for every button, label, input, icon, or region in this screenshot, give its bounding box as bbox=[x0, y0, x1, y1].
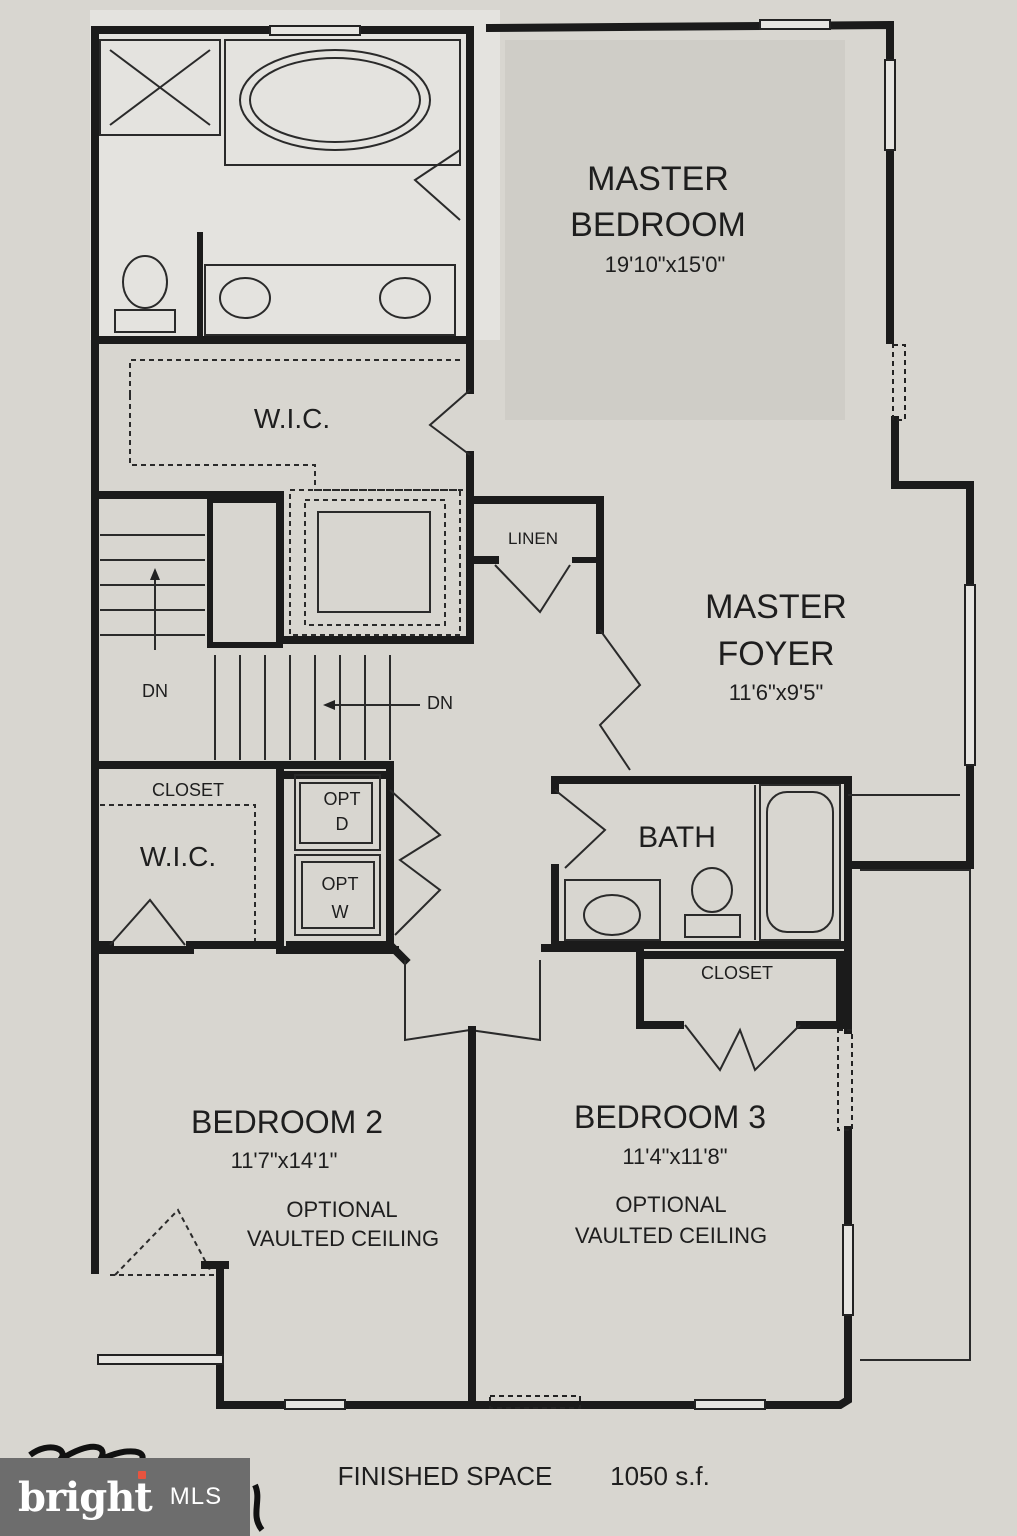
wic-lower-label: W.I.C. bbox=[140, 841, 216, 872]
bathtub-icon-2 bbox=[766, 791, 834, 933]
brand-logo-text: bright bbox=[18, 1473, 153, 1521]
washer-label-2: W bbox=[332, 902, 349, 922]
stairs-down-label: DN bbox=[142, 681, 168, 701]
bedroom2-note-2: VAULTED CEILING bbox=[247, 1226, 439, 1251]
bedroom3-size: 11'4"x11'8" bbox=[622, 1144, 727, 1169]
master-foyer-label-2: FOYER bbox=[717, 635, 834, 673]
master-foyer-label: MASTER bbox=[705, 588, 847, 626]
master-bedroom-size: 19'10"x15'0" bbox=[605, 252, 726, 277]
dryer-label: OPT bbox=[323, 789, 360, 809]
washer-label: OPT bbox=[321, 874, 358, 894]
wic-upper-label: W.I.C. bbox=[254, 403, 330, 434]
handwritten-mark bbox=[28, 1443, 265, 1532]
closet-wic-lower bbox=[91, 761, 284, 949]
master-foyer bbox=[551, 556, 960, 869]
stairs-arrow-icon bbox=[150, 568, 160, 580]
sink-icon bbox=[219, 277, 271, 319]
bedroom3-note-2: VAULTED CEILING bbox=[575, 1223, 767, 1248]
windows bbox=[97, 19, 976, 1410]
bedroom3-label: BEDROOM 3 bbox=[574, 1099, 766, 1135]
toilet-icon bbox=[122, 255, 168, 309]
finished-space-value: 1050 s.f. bbox=[610, 1461, 710, 1491]
dryer-label-2: D bbox=[336, 814, 349, 834]
master-bedroom-area bbox=[505, 40, 845, 420]
master-bath bbox=[91, 39, 474, 344]
bedroom3-note: OPTIONAL bbox=[615, 1192, 726, 1217]
bath-label: BATH bbox=[638, 821, 716, 854]
bathtub-icon bbox=[239, 49, 431, 151]
stairs-down-label-2: DN bbox=[427, 693, 453, 713]
closet-left-label: CLOSET bbox=[152, 780, 224, 800]
hall-doors bbox=[91, 946, 541, 1042]
linen-closet bbox=[466, 496, 604, 614]
bedroom2-label: BEDROOM 2 bbox=[191, 1104, 383, 1140]
shower-x-icon bbox=[109, 49, 211, 126]
bedroom2-size: 11'7"x14'1" bbox=[231, 1148, 338, 1173]
finished-space-label: FINISHED SPACE bbox=[338, 1461, 553, 1491]
closet-right bbox=[541, 944, 844, 1072]
linen-label: LINEN bbox=[508, 529, 558, 548]
brand-logo-suffix: MLS bbox=[169, 1483, 223, 1510]
bath-paper-patch bbox=[90, 10, 500, 340]
toilet-icon-2 bbox=[691, 867, 733, 913]
closet-right-label: CLOSET bbox=[701, 963, 773, 983]
master-foyer-size: 11'6"x9'5" bbox=[729, 680, 824, 705]
shaft bbox=[289, 489, 461, 636]
master-bedroom-label-2: BEDROOM bbox=[570, 206, 746, 244]
sink-icon-3 bbox=[583, 894, 641, 936]
stairs-arrow-icon-2 bbox=[323, 700, 335, 710]
logo-accent-icon bbox=[137, 1471, 146, 1479]
sink-icon-2 bbox=[379, 277, 431, 319]
master-bedroom-label: MASTER bbox=[587, 160, 729, 198]
bedroom2-note: OPTIONAL bbox=[286, 1197, 397, 1222]
mls-watermark-logo: bright MLS bbox=[0, 1458, 250, 1536]
bedroom-partition bbox=[110, 1026, 476, 1409]
